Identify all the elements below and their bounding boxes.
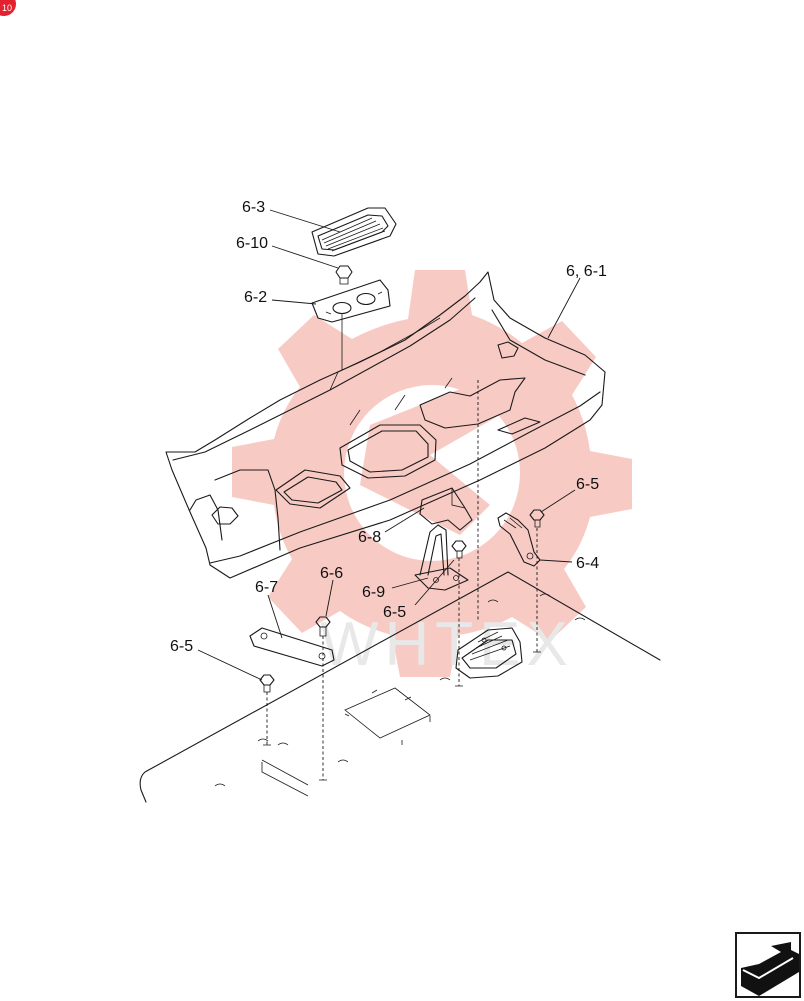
label-6-4: 6-4 <box>576 555 599 572</box>
leader-lines <box>197 209 581 681</box>
watermark-gear-icon <box>232 270 632 677</box>
console-stand <box>455 627 523 679</box>
part-6-9-u-bracket <box>414 524 469 591</box>
label-6-6-1: 6, 6-1 <box>566 263 607 280</box>
page-corner-badge: 10 <box>0 0 16 16</box>
label-6-5-right: 6-5 <box>576 476 599 493</box>
watermark-text: WHTEX <box>320 610 574 679</box>
bolt-6-5-right <box>529 509 545 528</box>
console-cover <box>165 271 606 579</box>
label-6-6: 6-6 <box>320 565 343 582</box>
bolt-6-5-center <box>451 540 467 559</box>
label-6-5-center: 6-5 <box>383 604 406 621</box>
assembly-lines <box>263 380 541 781</box>
label-6-3: 6-3 <box>242 199 265 216</box>
label-6-2: 6-2 <box>244 289 267 306</box>
part-6-7-plate <box>249 627 335 667</box>
part-labels: 6-3 6-10 6-2 6, 6-1 6-5 6-8 6-4 6-9 6-5 … <box>170 199 607 655</box>
label-6-10: 6-10 <box>236 235 268 252</box>
label-6-8: 6-8 <box>358 529 381 546</box>
label-6-5-left: 6-5 <box>170 638 193 655</box>
label-6-9: 6-9 <box>362 584 385 601</box>
part-6-8-cover <box>419 487 473 531</box>
part-6-2-bracket <box>311 279 391 323</box>
part-6-10-bolt <box>335 265 353 285</box>
floor-panel <box>139 571 661 803</box>
label-6-7: 6-7 <box>255 579 278 596</box>
next-page-arrow-icon <box>741 942 799 996</box>
page-corner-badge-text: 10 <box>1 3 12 13</box>
next-page-button[interactable] <box>735 932 801 998</box>
watermark: WHTEX <box>232 270 632 679</box>
part-6-3-trim-panel <box>311 207 397 257</box>
bolt-6-5-left <box>259 674 275 693</box>
